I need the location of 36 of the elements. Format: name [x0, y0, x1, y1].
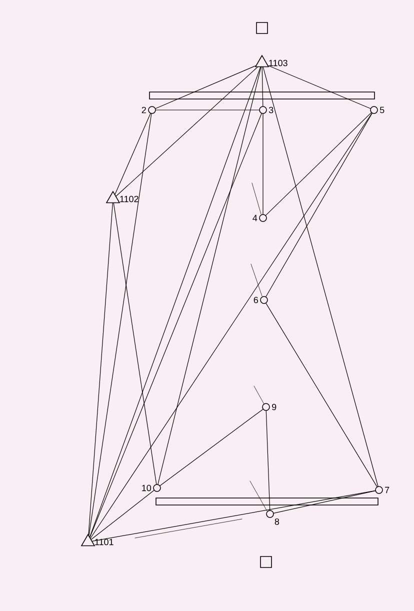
node-label: 1102	[120, 196, 138, 202]
connecting-line	[113, 202, 157, 484]
node-label: 3	[268, 106, 274, 114]
connecting-line	[262, 66, 264, 106]
horizontal-bar	[149, 92, 375, 100]
connecting-line	[90, 112, 372, 538]
connecting-line	[266, 112, 372, 216]
square-box	[260, 556, 272, 568]
connecting-line	[114, 113, 151, 195]
horizontal-bar	[156, 498, 378, 506]
connecting-line	[266, 113, 372, 297]
connecting-line	[155, 65, 256, 109]
connecting-line	[116, 66, 258, 196]
node-label: 10	[142, 484, 152, 492]
connecting-line	[268, 65, 371, 109]
node-label: 2	[142, 106, 146, 114]
node-label: 4	[252, 214, 258, 222]
node-label: 1101	[95, 538, 114, 546]
node-label: 6	[254, 296, 258, 304]
connecting-line	[266, 410, 270, 510]
connecting-line	[274, 490, 376, 514]
connecting-line	[262, 114, 264, 214]
node-label: 7	[385, 486, 390, 494]
connecting-line	[266, 303, 378, 487]
connecting-line	[160, 409, 264, 486]
connecting-line	[158, 66, 262, 485]
connecting-line	[88, 202, 113, 535]
connecting-line	[91, 490, 154, 540]
node-label: 5	[380, 106, 384, 114]
node-label: 9	[272, 404, 276, 410]
node-label: 1103	[269, 60, 288, 66]
square-box	[256, 22, 268, 34]
node-label: 8	[274, 518, 280, 525]
connecting-line	[262, 66, 378, 487]
connecting-line	[88, 114, 152, 536]
connecting-line	[92, 490, 376, 542]
